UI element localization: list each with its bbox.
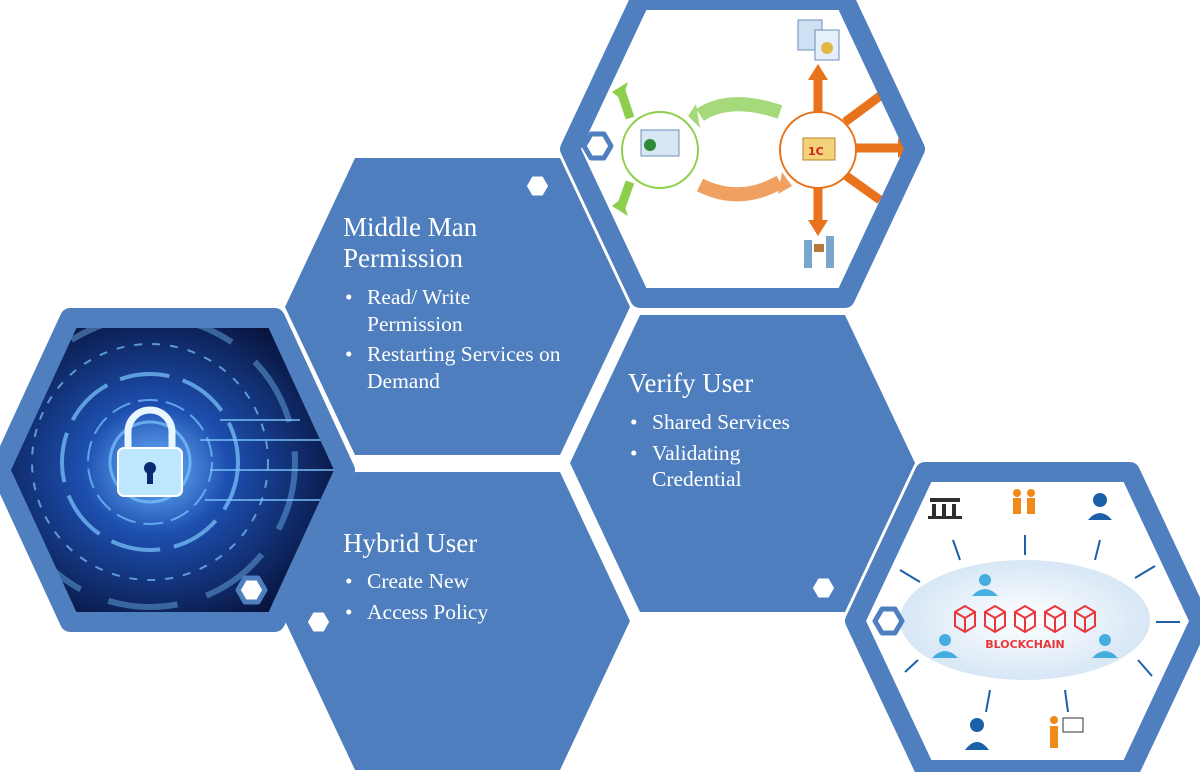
padlock-icon <box>117 406 183 497</box>
connector-hexagon <box>872 606 905 636</box>
bullet-item: Shared Services <box>628 409 790 436</box>
lock-image-hexagon <box>0 308 355 632</box>
bullet-item: Validating Credential <box>628 440 782 493</box>
bank-icon <box>928 498 962 519</box>
connector-hexagon <box>581 131 614 161</box>
connector-hexagon <box>302 607 335 637</box>
user-icon <box>965 718 989 750</box>
blockchain-label: BLOCKCHAIN <box>985 638 1065 651</box>
bullet-item: Restarting Services on Demand <box>343 341 587 394</box>
verify-user-title: Verify User <box>628 368 754 398</box>
workflow-image-hexagon: 1С <box>560 0 925 308</box>
bullet-item: Read/ Write Permission <box>343 284 517 337</box>
bullet-item: Access Policy <box>343 599 488 626</box>
user-icon <box>1088 493 1112 520</box>
handshake-icon <box>1013 489 1035 514</box>
verify-user-bullets: Shared Services Validating Credential <box>628 409 790 493</box>
connection-arrows <box>899 535 1180 713</box>
middle-man-title: Middle Man Permission <box>343 212 583 274</box>
block-cubes <box>954 604 1096 634</box>
connector-hexagon <box>807 573 840 603</box>
bullet-item: Create New <box>343 568 488 595</box>
verify-user-card: Verify User Shared Services Validating C… <box>628 368 790 497</box>
teacher-icon <box>1050 716 1084 748</box>
hybrid-user-bullets: Create New Access Policy <box>343 568 488 625</box>
middle-man-card: Middle Man Permission Read/ Write Permis… <box>343 212 583 398</box>
connector-hexagon <box>521 171 554 201</box>
hybrid-user-card: Hybrid User Create New Access Policy <box>343 528 488 629</box>
connector-hexagon <box>235 575 268 605</box>
blockchain-image-hexagon: BLOCKCHAIN <box>845 462 1200 772</box>
hybrid-user-title: Hybrid User <box>343 528 478 558</box>
svg-text:1С: 1С <box>808 145 824 158</box>
title-line: Middle Man <box>343 212 478 242</box>
middle-man-bullets: Read/ Write Permission Restarting Servic… <box>343 284 583 394</box>
title-line: Permission <box>343 243 464 273</box>
